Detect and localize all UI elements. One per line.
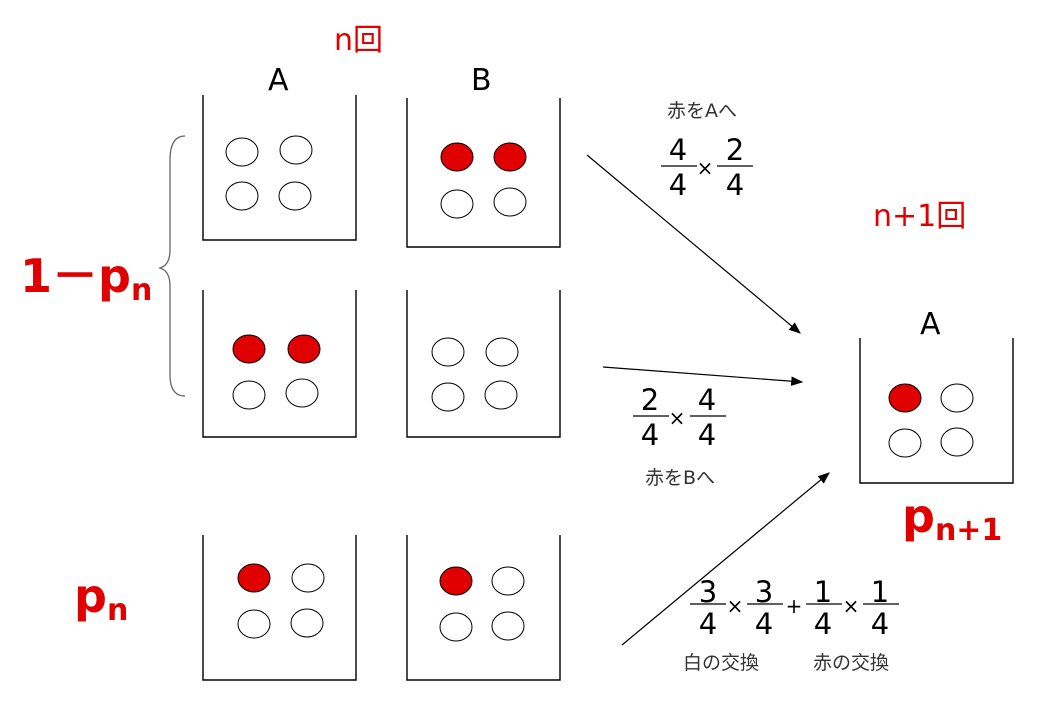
times-op: × xyxy=(843,594,860,618)
column-b-label: B xyxy=(471,63,492,98)
red-ball xyxy=(440,142,474,172)
white-ball xyxy=(237,609,271,639)
white-ball xyxy=(439,612,473,642)
frac2-num1: 2 xyxy=(641,383,659,417)
times-op: × xyxy=(727,594,744,618)
frac3-num2: 3 xyxy=(755,575,773,609)
urn-result-a xyxy=(859,338,1014,484)
white-ball xyxy=(291,563,325,593)
white-ball xyxy=(440,189,474,219)
urn-outline xyxy=(406,98,561,248)
caption-red-to-a: 赤をAへ xyxy=(667,100,737,122)
urn-outline xyxy=(859,338,1014,484)
urn-outline xyxy=(202,95,357,241)
white-ball xyxy=(225,137,259,167)
white-ball xyxy=(491,611,525,641)
urn-outline xyxy=(406,290,561,438)
white-ball xyxy=(940,383,974,413)
frac1-num1: 4 xyxy=(669,133,687,167)
white-ball xyxy=(285,378,319,408)
caption-white-exchange: 白の交換 xyxy=(683,652,759,674)
frac2-num2: 4 xyxy=(698,383,716,417)
frac1-den1: 4 xyxy=(669,168,687,202)
white-ball xyxy=(225,181,259,211)
urn-row3-a xyxy=(202,535,357,681)
curly-brace xyxy=(157,135,186,397)
white-ball xyxy=(290,608,324,638)
white-ball xyxy=(888,428,922,458)
red-ball xyxy=(493,142,527,172)
plus-op: + xyxy=(786,594,803,618)
white-ball xyxy=(484,380,518,410)
frac3-den1: 4 xyxy=(699,607,717,641)
urn-outline xyxy=(406,535,561,681)
red-ball xyxy=(232,334,266,364)
frac3-num3: 1 xyxy=(814,575,832,609)
prob-pn: pn xyxy=(74,569,128,628)
frac1-den2: 4 xyxy=(726,168,744,202)
white-ball xyxy=(491,566,525,596)
frac3-den3: 4 xyxy=(814,607,832,641)
prob-pn1: pn+1 xyxy=(902,489,1002,548)
arrow-row3 xyxy=(621,472,830,646)
white-ball xyxy=(279,135,313,165)
white-ball xyxy=(278,181,312,211)
arrow-row2 xyxy=(602,366,804,386)
white-ball xyxy=(431,337,465,367)
frac3-den2: 4 xyxy=(755,607,773,641)
white-ball xyxy=(485,337,519,367)
column-a-label: A xyxy=(268,63,289,98)
red-ball xyxy=(439,566,473,596)
frac3-num1: 3 xyxy=(699,575,717,609)
arrow-row1 xyxy=(586,154,801,334)
red-ball xyxy=(888,383,922,413)
times-op: × xyxy=(697,156,714,180)
prob-one-minus-pn: 1－pn xyxy=(20,249,152,308)
urn-row2-a xyxy=(202,290,357,438)
white-ball xyxy=(232,380,266,410)
white-ball xyxy=(493,187,527,217)
red-ball xyxy=(237,563,271,593)
urn-row1-b xyxy=(406,98,561,248)
round-n-label: n回 xyxy=(334,23,383,58)
urn-outline xyxy=(202,290,357,438)
white-ball xyxy=(940,427,974,457)
white-ball xyxy=(431,382,465,412)
caption-red-to-b: 赤をBへ xyxy=(645,467,715,489)
frac3-den4: 4 xyxy=(871,607,889,641)
frac2-den1: 4 xyxy=(641,418,659,452)
urn-row1-a xyxy=(202,95,357,241)
caption-red-exchange: 赤の交換 xyxy=(813,652,889,674)
times-op: × xyxy=(669,406,686,430)
frac1-num2: 2 xyxy=(726,133,744,167)
urn-row2-b xyxy=(406,290,561,438)
urn-outline xyxy=(202,535,357,681)
red-ball xyxy=(287,334,321,364)
result-box-label: A xyxy=(920,307,941,342)
round-n1-label: n+1回 xyxy=(873,199,966,234)
frac2-den2: 4 xyxy=(698,418,716,452)
urn-row3-b xyxy=(406,535,561,681)
frac3-num4: 1 xyxy=(871,575,889,609)
